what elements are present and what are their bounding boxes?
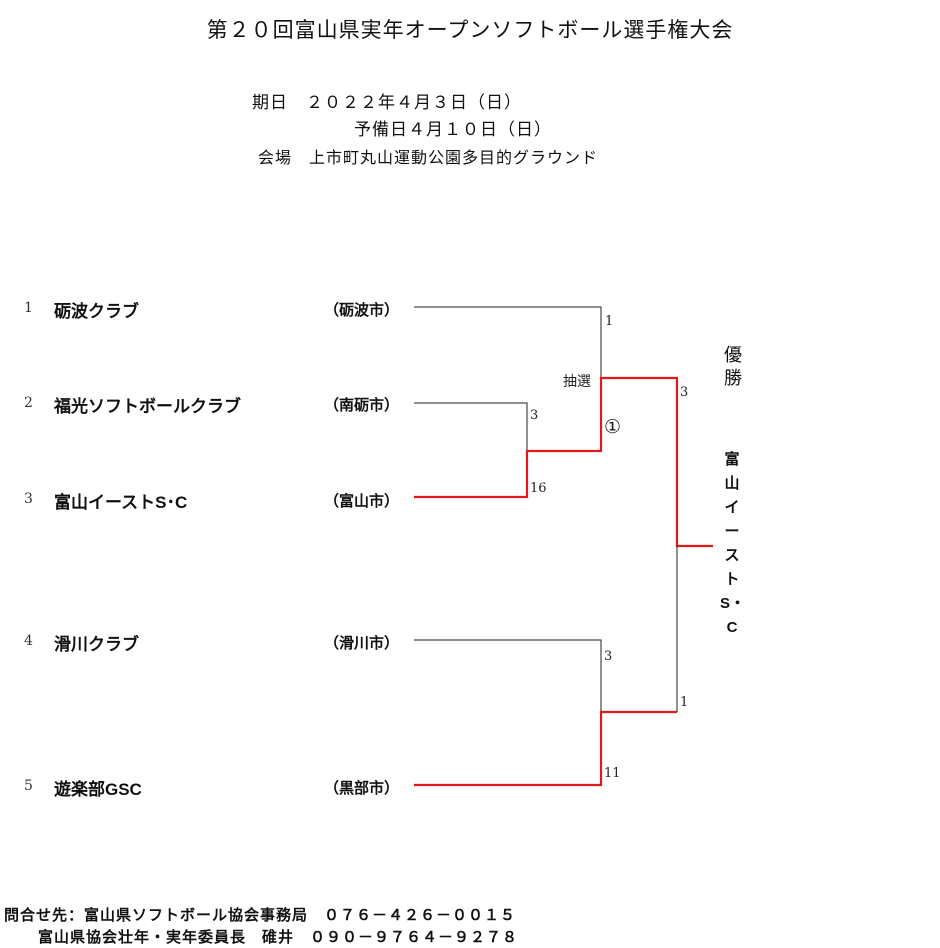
team-city: （砺波市） [324, 302, 400, 319]
team-seed: 1 [24, 300, 33, 316]
event-venue: 会場 上市町丸山運動公園多目的グラウンド [258, 144, 598, 168]
match-number: ① [604, 416, 622, 438]
score-label: 11 [604, 766, 621, 781]
team-seed: 2 [24, 395, 33, 411]
team-seed: 4 [24, 633, 33, 649]
score-label: 1 [680, 695, 689, 710]
team-seed: 5 [24, 778, 33, 794]
page-title: 第２０回富山県実年オープンソフトボール選手権大会 [206, 18, 734, 42]
team-seed: 3 [24, 491, 33, 507]
lottery-note: 抽選 [563, 374, 591, 390]
score-label: 16 [530, 481, 547, 496]
reserve-date: 予備日４月１０日（日） [354, 120, 552, 140]
bracket-line-team-5-win [414, 710, 677, 787]
team-name: 砺波クラブ [54, 302, 139, 321]
team-name: 滑川クラブ [54, 635, 139, 654]
team-city: （南砺市） [324, 397, 400, 414]
score-label: 3 [530, 408, 539, 423]
team-name: 遊楽部GSC [54, 780, 142, 799]
team-city: （黒部市） [324, 780, 400, 797]
date-label: 期日 [252, 93, 288, 113]
contact-line-2: 富山県協会壮年・実年委員長 碓井 ０９０－９７６４－９２７８ [38, 929, 519, 946]
team-city: （滑川市） [324, 635, 400, 652]
team-name: 富山イーストS･C [54, 493, 188, 512]
bracket-line-team-2 [414, 402, 528, 451]
score-label: 1 [605, 314, 614, 329]
score-label: 3 [680, 385, 689, 400]
event-date: 期日 ２０２２年４月３日（日） [252, 88, 522, 113]
winner-label: 優勝 [724, 345, 742, 389]
date-value: ２０２２年４月３日（日） [306, 93, 522, 113]
team-name: 福光ソフトボールクラブ [54, 397, 241, 416]
bracket-line-team-3-win [414, 376, 713, 548]
contact-line-1: 問合せ先：富山県ソフトボール協会事務局 ０７６－４２６－００１５ [4, 907, 517, 924]
venue-value: 上市町丸山運動公園多目的グラウンド [309, 148, 599, 167]
bracket-line-team-1 [414, 306, 602, 378]
champion-name: 富山イーストS・C [720, 451, 746, 636]
score-label: 3 [604, 649, 613, 664]
venue-label: 会場 [258, 148, 293, 167]
bracket-line-team-4 [414, 639, 602, 712]
team-city: （富山市） [324, 493, 400, 510]
